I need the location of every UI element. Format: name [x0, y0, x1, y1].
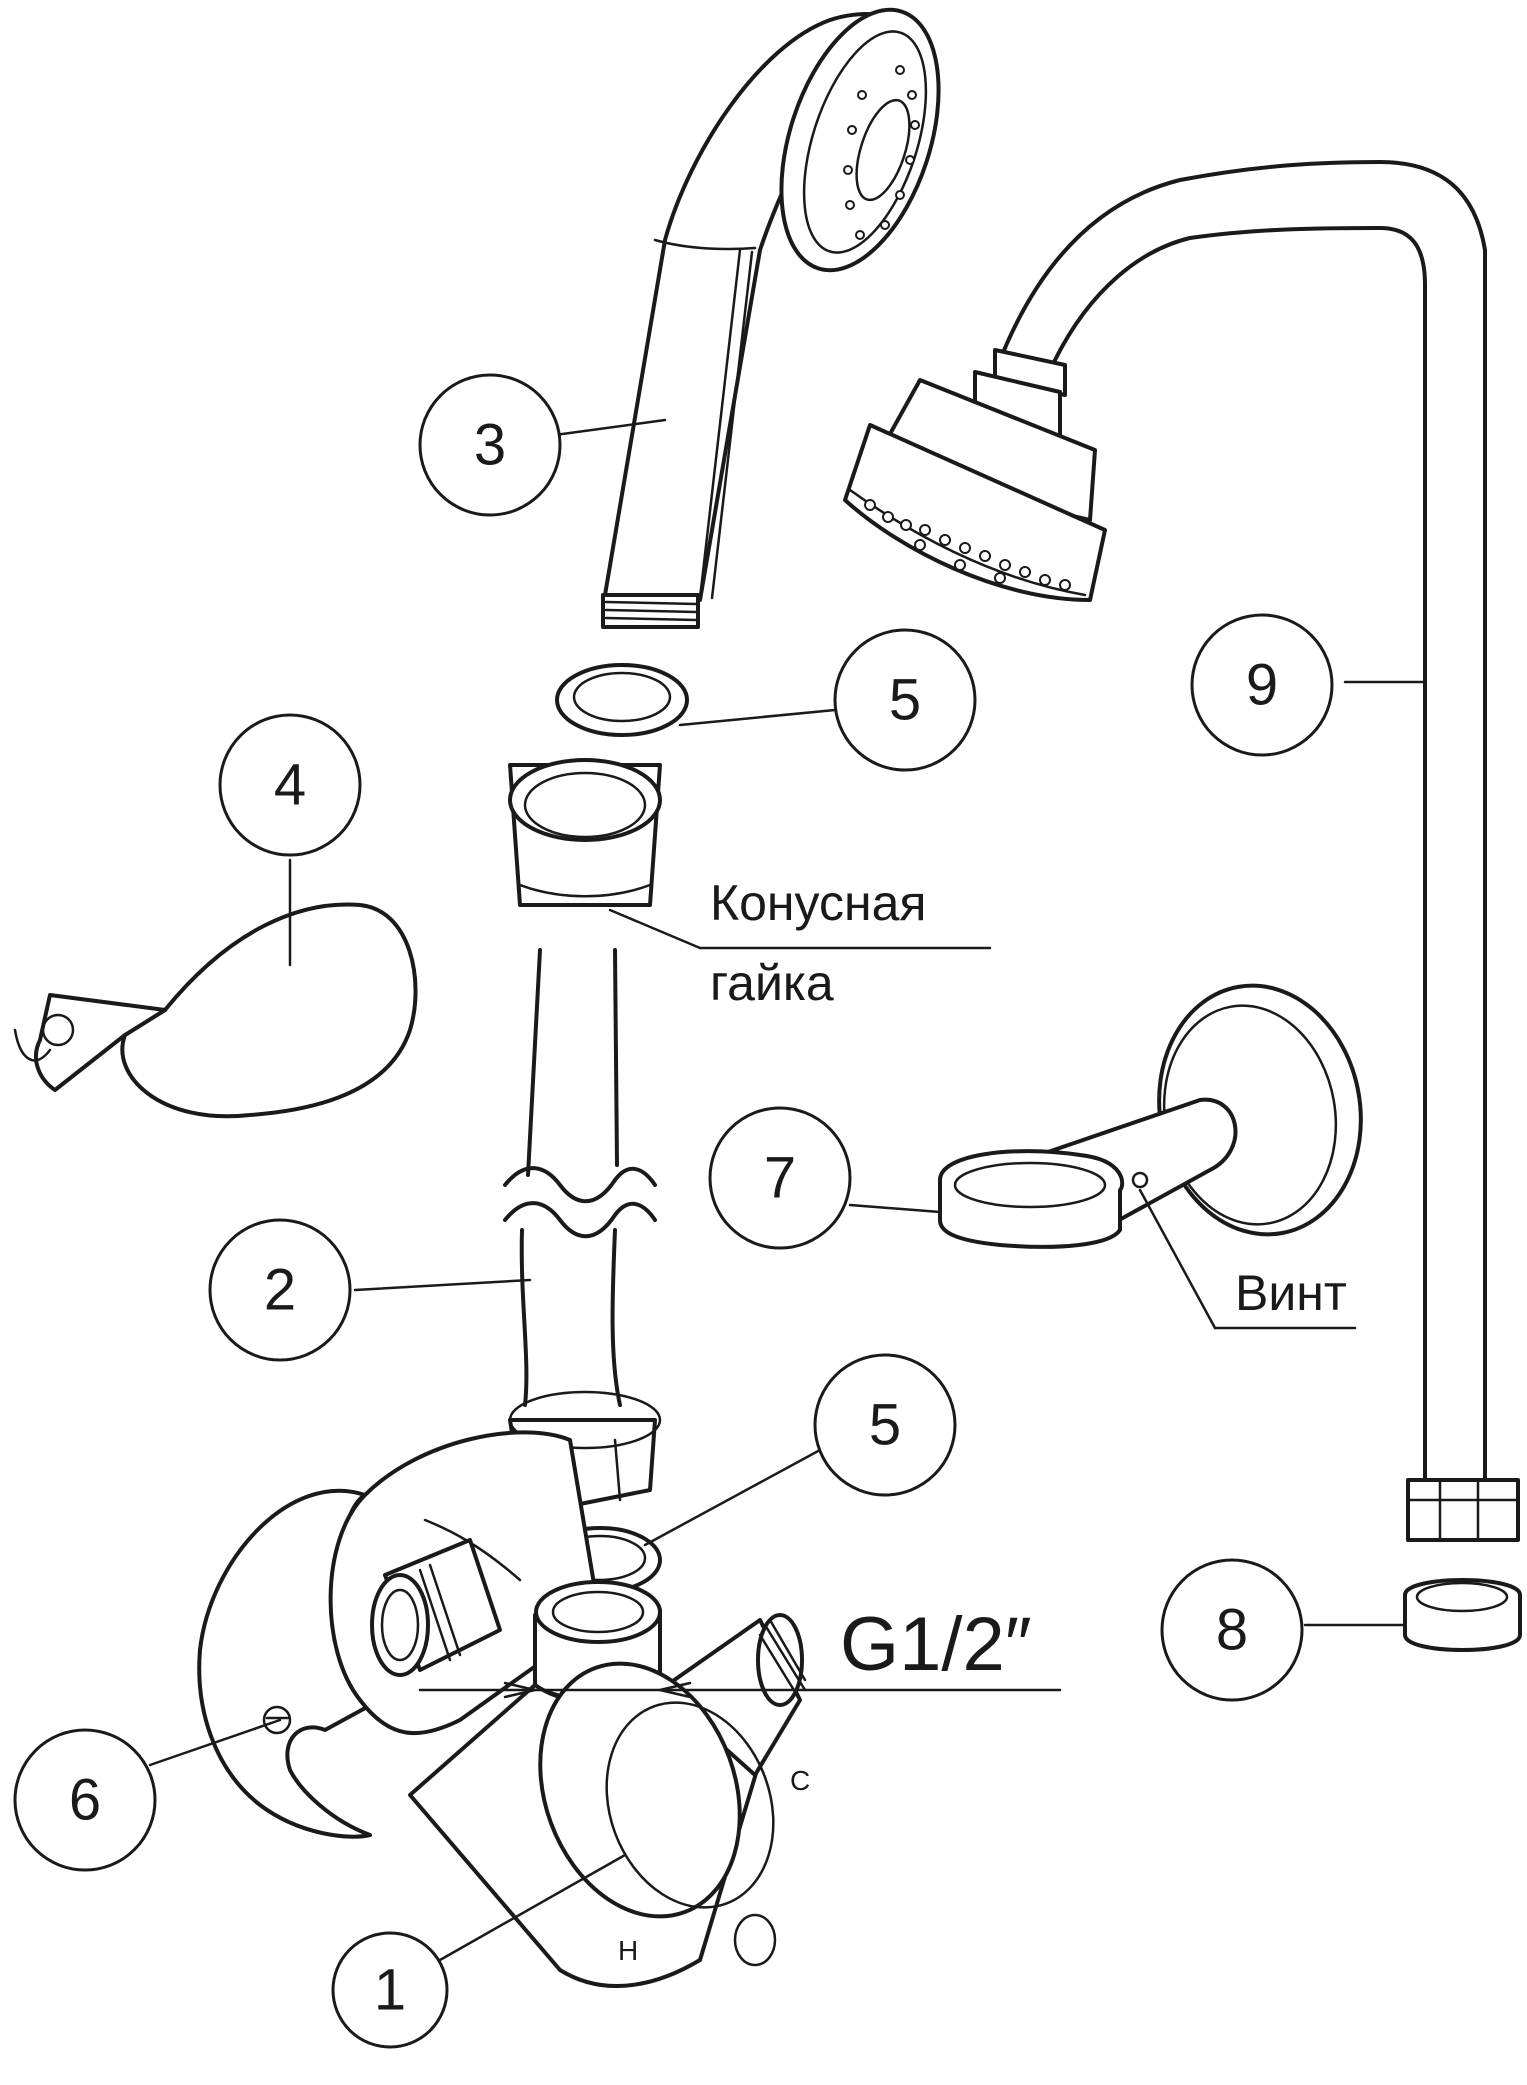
- overhead-shower-arm: [998, 160, 1520, 1542]
- callout-9: 9: [1190, 613, 1334, 757]
- mixer-cold-marker: С: [790, 1765, 810, 1796]
- callout-2-number: 2: [264, 1258, 296, 1323]
- callout-8: 8: [1160, 1558, 1304, 1702]
- spray-nozzles: [843, 65, 920, 240]
- callout-3: 3: [418, 373, 562, 517]
- callout-7-number: 7: [764, 1146, 796, 1211]
- callout-4: 4: [218, 713, 362, 857]
- cone-nut-label-line2: гайка: [710, 955, 834, 1011]
- mixer-hot-marker: Н: [618, 1935, 638, 1966]
- wall-holder: [848, 983, 1363, 1330]
- callout-6-number: 6: [69, 1768, 101, 1833]
- overhead-shower-head: [843, 348, 1427, 684]
- callout-3-number: 3: [474, 413, 506, 478]
- callout-1: 1: [331, 1931, 449, 2049]
- callout-5-top-number: 5: [889, 668, 921, 733]
- thread-size-label: G1/2″: [840, 1602, 1032, 1687]
- screw-label: Винт: [1235, 1265, 1347, 1321]
- callout-6: 6: [13, 1728, 157, 1872]
- callout-4-number: 4: [274, 753, 306, 818]
- callout-5-bottom-number: 5: [869, 1393, 901, 1458]
- washer-top: [555, 663, 837, 737]
- callout-7: 7: [708, 1106, 852, 1250]
- callout-1-number: 1: [374, 1958, 406, 2023]
- washer-arm: [1303, 1578, 1522, 1652]
- callout-5-bottom: 5: [813, 1353, 957, 1497]
- callout-8-number: 8: [1216, 1598, 1248, 1663]
- cone-nut-label-line1: Конусная: [710, 875, 926, 931]
- callout-2: 2: [208, 1218, 352, 1362]
- callout-5-top: 5: [833, 628, 977, 772]
- callout-9-number: 9: [1246, 653, 1278, 718]
- hand-shower: [553, 7, 941, 629]
- overhead-spray-nozzles: [864, 499, 1071, 591]
- shower-holder: [13, 858, 418, 1119]
- mixer: [197, 1430, 1062, 1988]
